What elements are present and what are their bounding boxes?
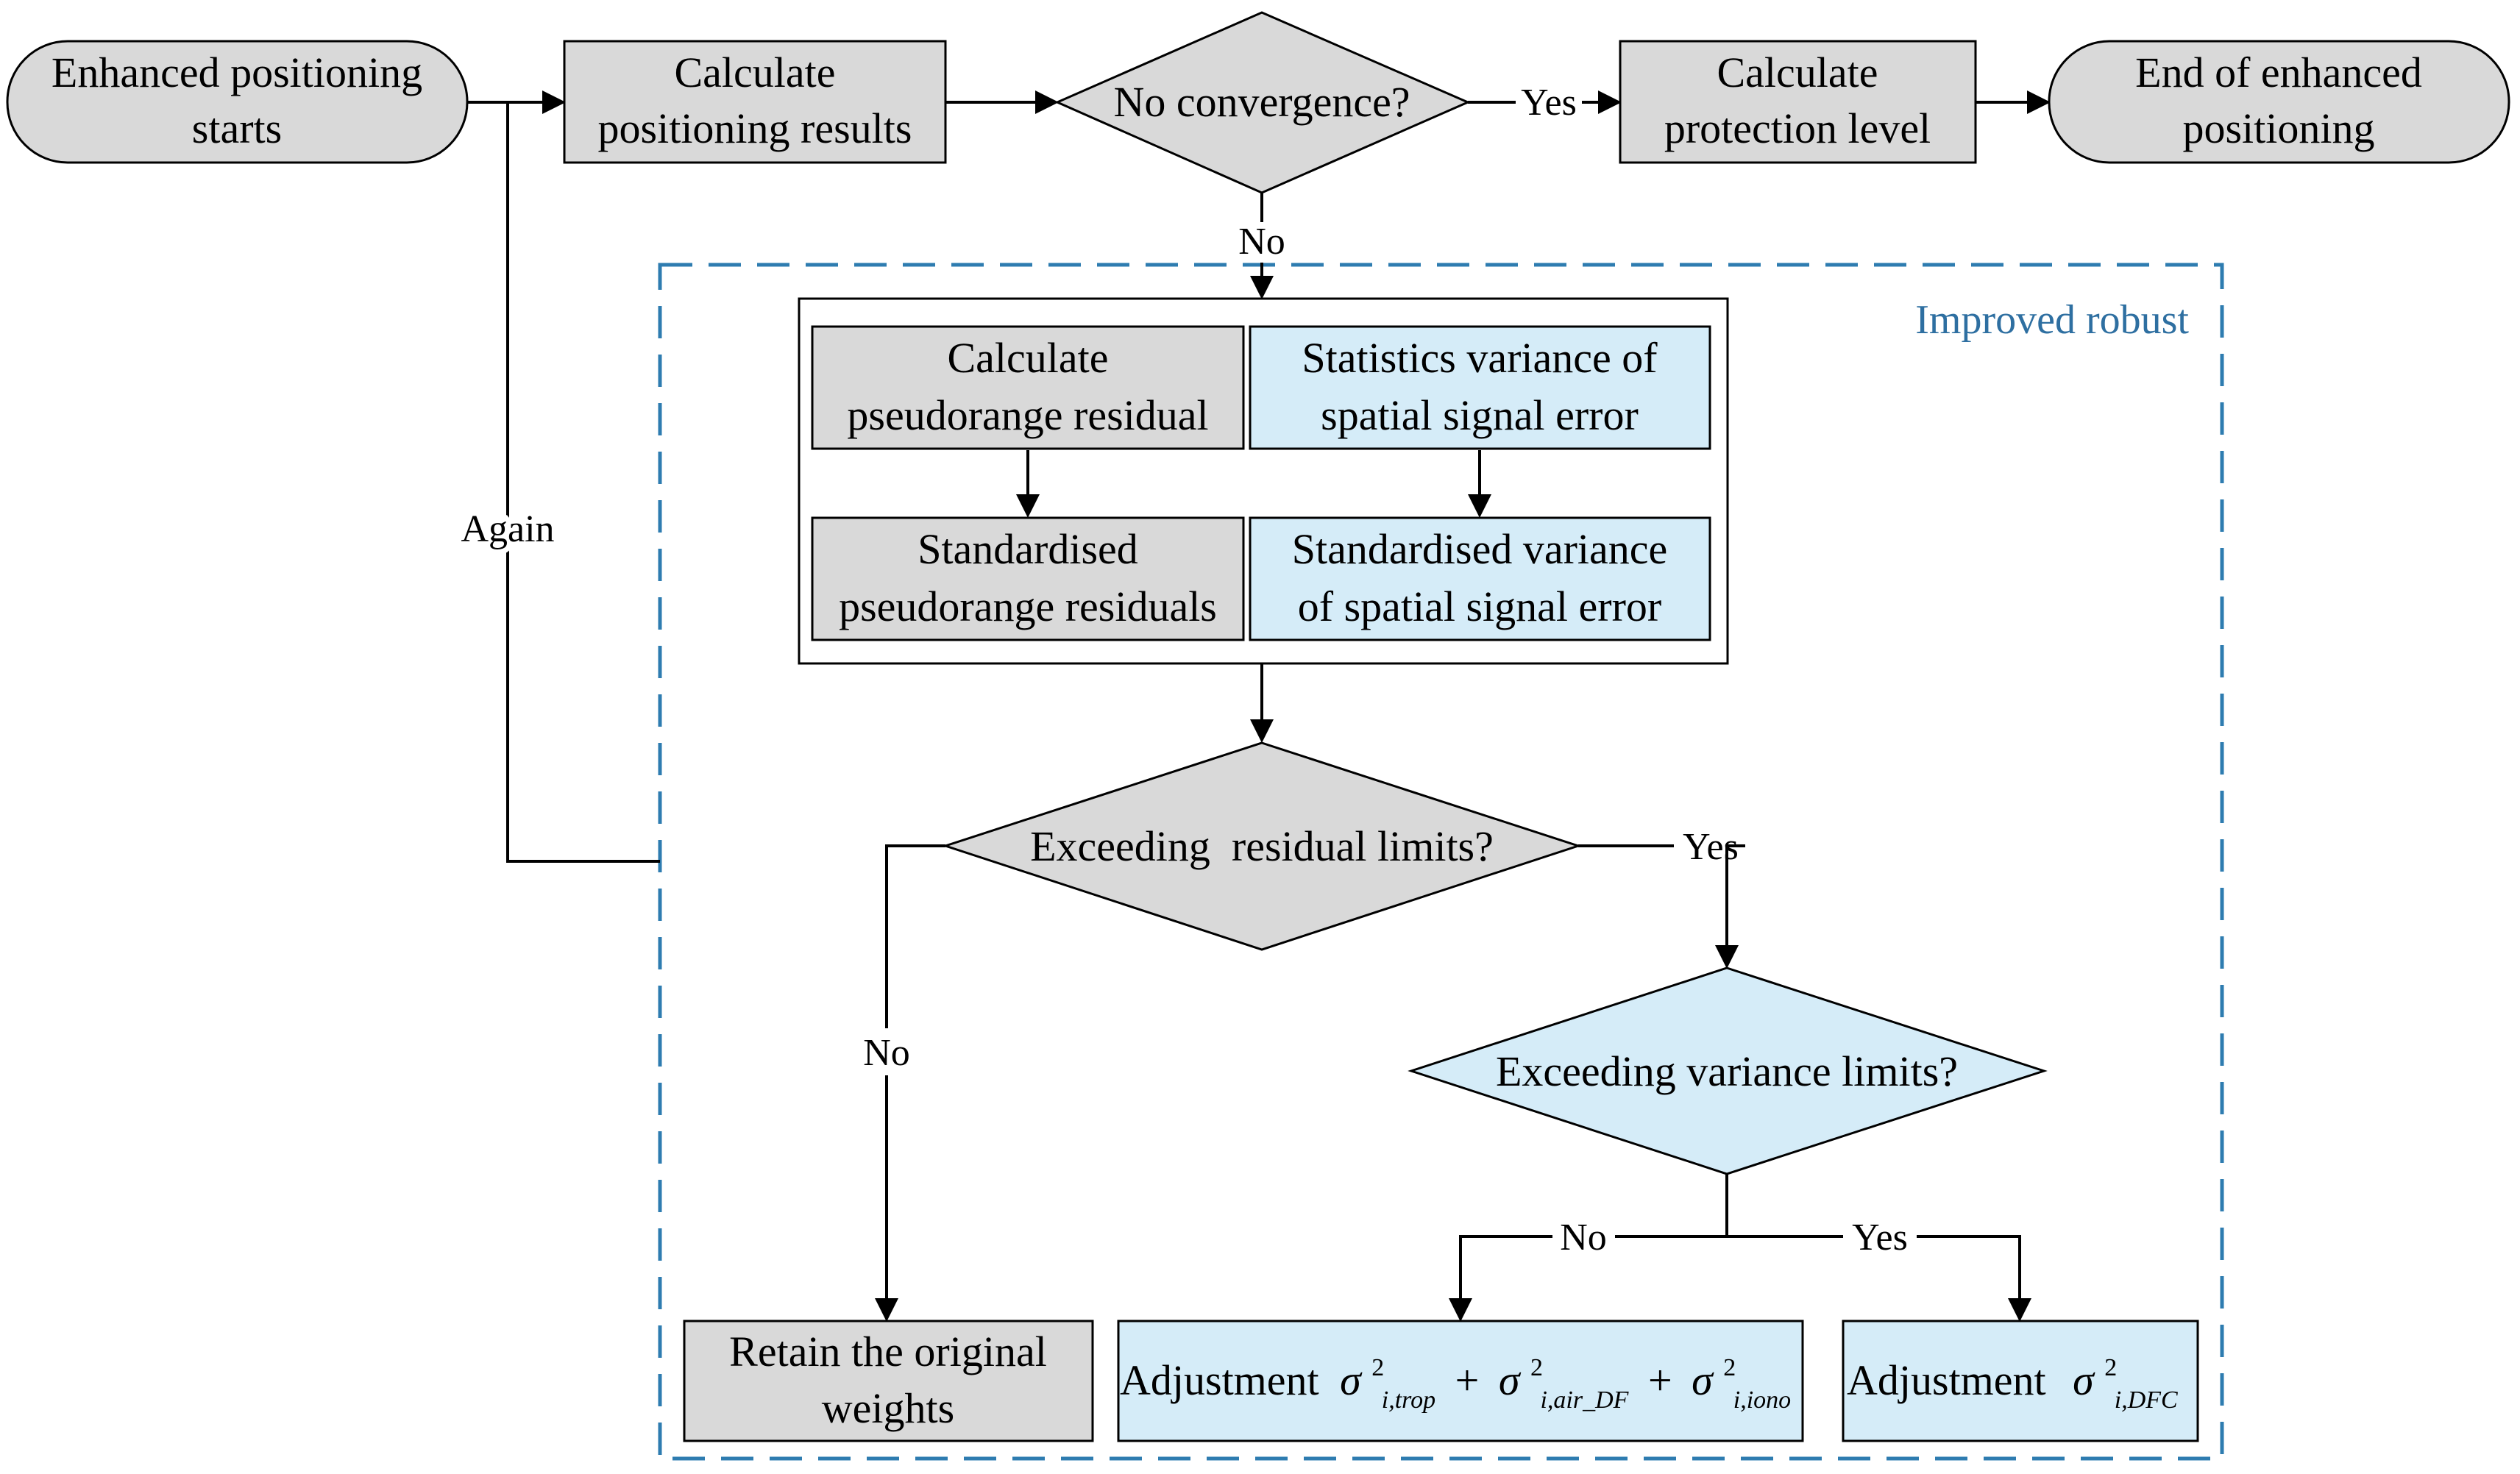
stat-var-line1: Statistics variance of	[1302, 334, 1658, 382]
label-yes-variance: Yes	[1852, 1217, 1908, 1258]
retain-line1: Retain the original	[729, 1328, 1047, 1375]
start-label-line2: starts	[192, 104, 282, 152]
end-label-line1: End of enhanced	[2135, 49, 2422, 96]
retain-weights-box	[683, 1320, 1094, 1442]
calculate-positioning-box	[563, 40, 947, 164]
std-resid-line2: pseudorange residuals	[839, 583, 1217, 630]
adj-sum-sub3: i,iono	[1733, 1386, 1791, 1414]
std-var-line2: of spatial signal error	[1298, 583, 1661, 630]
std-variance-box	[1249, 516, 1711, 641]
edge-yes-var-b	[1917, 1235, 2031, 1322]
residual-limit-label: Exceeding residual limits?	[1030, 822, 1494, 870]
adj-sum-sup2: 2	[1530, 1354, 1543, 1381]
label-yes-residual: Yes	[1683, 826, 1739, 868]
label-no-residual: No	[863, 1032, 910, 1074]
edge-no-resid-a	[885, 844, 945, 1028]
std-resid-line1: Standardised	[918, 525, 1138, 573]
adj-sum-sigma2: σ	[1499, 1356, 1522, 1404]
adj-sum-sub2: i,air_DF	[1540, 1386, 1629, 1414]
adj-dfc-prefix: Adjustment	[1847, 1356, 2046, 1404]
calc-pos-line2: positioning results	[598, 104, 912, 152]
end-label-line2: positioning	[2182, 104, 2374, 152]
std-var-line1: Standardised variance	[1292, 525, 1668, 573]
adj-dfc-sub: i,DFC	[2115, 1386, 2178, 1414]
adjustment-sum-box	[1117, 1320, 1804, 1442]
start-label-line1: Enhanced positioning	[52, 49, 422, 96]
adj-sum-plus2: +	[1648, 1356, 1672, 1404]
calc-resid-line1: Calculate	[947, 334, 1108, 382]
std-residuals-box	[811, 516, 1245, 641]
calc-pos-line1: Calculate	[674, 49, 835, 96]
label-again: Again	[461, 508, 554, 550]
calc-residual-box	[811, 325, 1245, 450]
label-yes-convergence: Yes	[1521, 82, 1577, 124]
edge-no-var-b	[1449, 1235, 1552, 1322]
edge-yes-resid-b	[1715, 844, 1745, 969]
calc-prot-line2: protection level	[1664, 104, 1931, 152]
start-terminator	[6, 40, 469, 164]
adj-sum-sigma1: σ	[1340, 1356, 1363, 1404]
adj-sum-sup1: 2	[1371, 1354, 1384, 1381]
adjustment-dfc-box	[1842, 1320, 2199, 1442]
convergence-label: No convergence?	[1113, 78, 1410, 126]
calc-prot-line1: Calculate	[1717, 49, 1878, 96]
edge-again-loop	[506, 102, 660, 863]
stat-var-line2: spatial signal error	[1321, 391, 1639, 439]
calc-resid-line2: pseudorange residual	[847, 391, 1208, 439]
adj-sum-plus1: +	[1455, 1356, 1480, 1404]
adj-sum-sigma3: σ	[1692, 1356, 1714, 1404]
adj-sum-sub1: i,trop	[1382, 1386, 1435, 1414]
adj-sum-sup3: 2	[1723, 1354, 1736, 1381]
retain-line2: weights	[822, 1384, 954, 1432]
protection-level-box	[1619, 40, 1977, 164]
convergence-decision	[1054, 11, 1471, 194]
adjustment-sum-formula: Adjustment σ 2 i,trop + σ 2 i,air_DF + σ…	[1120, 1337, 1791, 1417]
stat-variance-box	[1249, 325, 1711, 450]
label-no-convergence: No	[1238, 221, 1285, 263]
adj-dfc-sigma: σ	[2073, 1356, 2095, 1404]
label-no-variance: No	[1560, 1217, 1607, 1258]
variance-limit-label: Exceeding variance limits?	[1496, 1047, 1958, 1095]
residual-limit-decision	[942, 741, 1582, 951]
adj-dfc-sup: 2	[2104, 1354, 2117, 1381]
adjustment-dfc-formula: Adjustment σ 2 i,DFC	[1847, 1337, 2178, 1414]
adj-sum-prefix: Adjustment	[1120, 1356, 1319, 1404]
end-terminator	[2048, 40, 2510, 164]
variance-limit-decision	[1408, 966, 2048, 1175]
region-label: Improved robust	[1915, 297, 2189, 343]
